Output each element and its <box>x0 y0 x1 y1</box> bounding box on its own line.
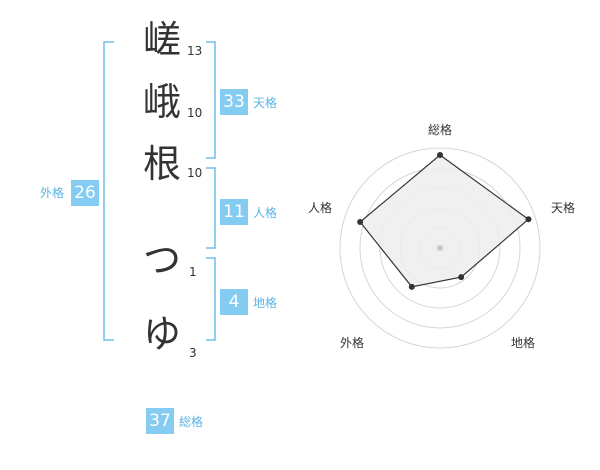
radar-area <box>359 154 530 288</box>
chikaku-bracket <box>206 257 216 341</box>
radar-points <box>357 152 532 290</box>
name-char-1: 嵯 <box>142 18 181 62</box>
gaikaku-badge: 26 <box>71 180 99 206</box>
name-char-4: つ <box>142 238 181 282</box>
radar-point-3 <box>458 274 465 281</box>
soukaku-label: 総格 <box>179 415 204 429</box>
tenkaku-bracket <box>206 41 216 159</box>
jinkaku-bracket <box>206 167 216 249</box>
soukaku-badge: 37 <box>146 408 174 434</box>
stroke-count-5: 3 <box>189 346 197 360</box>
radar-point-5 <box>357 219 364 226</box>
chikaku-label: 地格 <box>253 296 278 310</box>
radar-label-tenkaku: 天格 <box>551 201 576 215</box>
name-char-3: 根 <box>142 142 181 186</box>
radar-center-dot <box>437 245 443 251</box>
radar-point-1 <box>437 152 443 158</box>
radar-label-gaikaku: 外格 <box>340 336 365 350</box>
radar-point-4 <box>408 283 415 290</box>
radar-point-2 <box>525 216 532 223</box>
tenkaku-badge: 33 <box>220 89 248 115</box>
radar-label-jinkaku: 人格 <box>308 201 333 215</box>
tenkaku-label: 天格 <box>253 96 278 110</box>
gaikaku-label: 外格 <box>40 186 65 200</box>
radar-label-chikaku: 地格 <box>511 336 536 350</box>
name-char-5: ゆ <box>142 312 181 356</box>
jinkaku-label: 人格 <box>253 206 278 220</box>
chikaku-badge: 4 <box>220 289 248 315</box>
stroke-count-4: 1 <box>189 265 197 279</box>
stroke-count-2: 10 <box>187 106 203 120</box>
gaikaku-bracket <box>103 41 114 341</box>
name-char-2: 峨 <box>142 80 181 124</box>
jinkaku-badge: 11 <box>220 199 248 225</box>
radar-ring-5 <box>339 147 541 349</box>
stroke-count-1: 13 <box>187 44 203 58</box>
radar-label-soukaku: 総格 <box>428 123 453 137</box>
stroke-count-3: 10 <box>187 166 203 180</box>
